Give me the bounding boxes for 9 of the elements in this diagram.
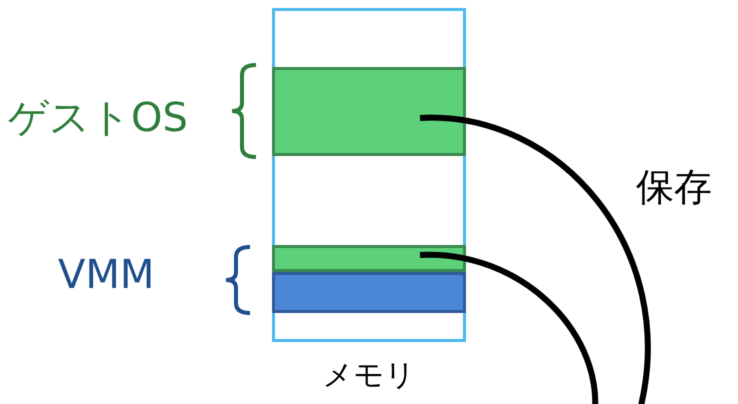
note-label: 保存: [636, 164, 712, 210]
memory-region: [272, 245, 466, 272]
region-label: ゲストOS: [8, 94, 188, 142]
curved-line: [420, 252, 598, 404]
memory-label: メモリ: [322, 358, 416, 394]
memory-region: [272, 67, 466, 156]
vmm-label: VMM: [58, 252, 154, 298]
curved-line: [420, 115, 650, 404]
memory-region: [272, 272, 466, 313]
